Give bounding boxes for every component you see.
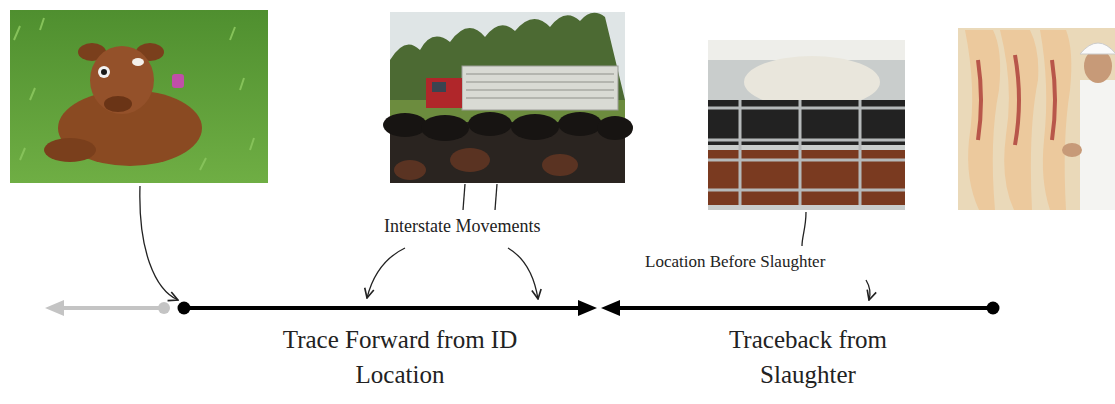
pen-ground (708, 40, 905, 210)
calf-head (90, 46, 154, 114)
calf-pupil (101, 69, 107, 75)
past-dot (158, 302, 170, 314)
cattle-backs (383, 112, 633, 141)
leader-lines (140, 184, 870, 300)
leader-line (463, 184, 465, 210)
cooler-wall (958, 28, 1115, 210)
calf-photo (10, 10, 268, 183)
past-line (60, 306, 160, 310)
ear-tag (172, 74, 184, 88)
leader-arrow (367, 248, 405, 298)
movement-label: Interstate Movements (384, 214, 540, 239)
forehead-spot (132, 58, 144, 66)
brown-cattle (394, 148, 578, 180)
carcasses (965, 30, 1071, 210)
segment-label: Traceback from Slaughter (703, 322, 913, 392)
forward-arrowhead (578, 300, 597, 316)
sky (390, 12, 625, 183)
leader-arrow (508, 248, 538, 299)
calf-muzzle (104, 96, 132, 112)
leader-line (495, 184, 497, 210)
leader-arrow (140, 186, 178, 300)
cab-window (432, 82, 446, 92)
grass (10, 10, 268, 183)
grass-blades (14, 18, 254, 170)
slaughter-dot (987, 302, 1000, 315)
truck-cab (426, 78, 462, 108)
past-arrowhead (45, 300, 64, 316)
location-label: Location Before Slaughter (645, 250, 825, 274)
carcass-streaks (978, 55, 1055, 145)
pen-fence (708, 100, 905, 205)
trailer (462, 66, 618, 110)
leader-line (802, 212, 806, 246)
truck-photo (383, 12, 633, 183)
id-dot (178, 302, 191, 315)
pen-photo (708, 40, 905, 210)
calf-leg (44, 138, 96, 162)
calf-eye (98, 66, 110, 78)
leader-arrow (866, 280, 870, 300)
worker-hat (1080, 43, 1115, 54)
trailer-slats (466, 74, 614, 98)
trace-forward-line (183, 306, 582, 310)
timeline (45, 300, 1000, 316)
carcass-photo (958, 28, 1115, 210)
segment-label: Trace Forward from ID Location (250, 322, 550, 392)
worker-hand (1062, 143, 1082, 157)
worker-coat (1080, 80, 1115, 210)
brown-cattle (708, 150, 905, 205)
traceback-line (616, 306, 993, 310)
